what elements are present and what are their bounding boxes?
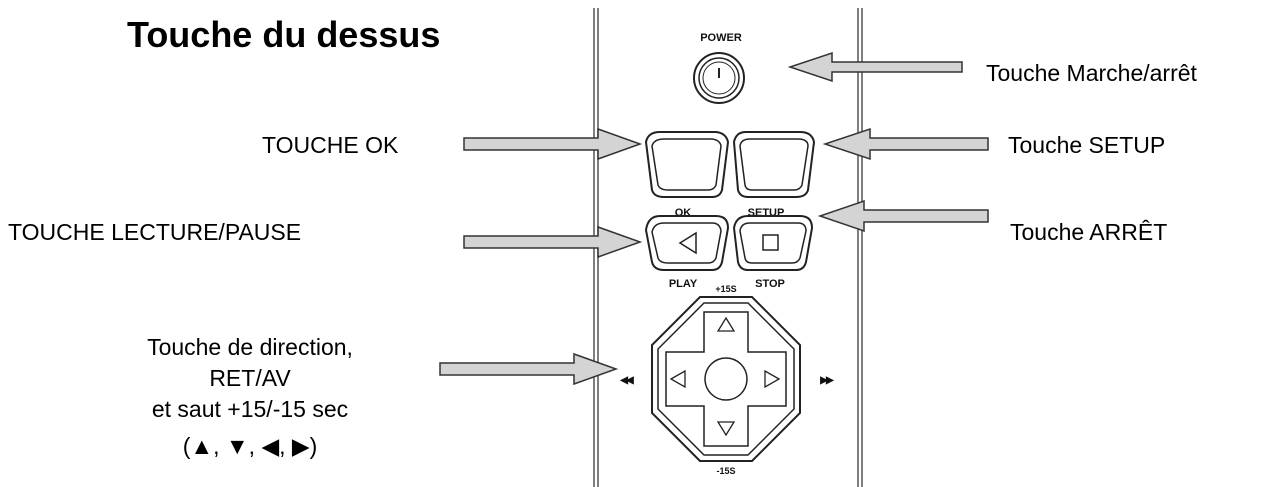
play-label: PLAY: [669, 278, 698, 290]
label-ok: TOUCHE OK: [262, 132, 399, 158]
arrow-direction: [439, 352, 619, 386]
label-direction-line3: et saut +15/-15 sec: [151, 396, 349, 422]
stop-icon: [762, 234, 779, 251]
plus15-label: +15S: [715, 284, 736, 294]
direction-pad[interactable]: [651, 296, 801, 462]
page-title: Touche du dessus: [127, 14, 441, 55]
label-direction: Touche de direction, RET/AV et saut +15/…: [60, 332, 440, 462]
arrow-setup: [822, 127, 989, 161]
stop-button[interactable]: [732, 215, 814, 271]
device-body: [593, 8, 863, 487]
stop-label: STOP: [755, 278, 785, 290]
label-direction-line1: Touche de direction,: [147, 334, 353, 360]
label-play-pause: TOUCHE LECTURE/PAUSE: [8, 219, 302, 245]
label-setup: Touche SETUP: [1008, 132, 1166, 158]
arrow-ok: [463, 127, 643, 161]
label-direction-line4: (▲, ▼, ◀, ▶): [182, 433, 318, 459]
forward-icon: ▶▶: [819, 375, 835, 386]
dpad-down-icon: [716, 421, 736, 437]
dpad-center-button: [704, 357, 748, 401]
power-button[interactable]: [693, 52, 745, 104]
dpad-right-icon: [764, 369, 781, 389]
label-direction-line2: RET/AV: [209, 365, 291, 391]
setup-label: SETUP: [748, 207, 785, 219]
setup-button[interactable]: [732, 131, 816, 198]
dpad-left-icon: [669, 369, 686, 389]
arrow-stop: [817, 199, 989, 233]
play-button[interactable]: [644, 215, 730, 271]
label-stop: Touche ARRÊT: [1010, 219, 1168, 245]
rewind-icon: ◀◀: [619, 375, 634, 386]
minus15-label: -15S: [716, 466, 735, 476]
label-power: Touche Marche/arrêt: [986, 60, 1197, 86]
arrow-power: [787, 51, 963, 83]
ok-label: OK: [675, 207, 692, 219]
play-icon: [678, 231, 697, 255]
power-label: POWER: [700, 32, 742, 44]
ok-button[interactable]: [644, 131, 730, 198]
arrow-play: [463, 225, 643, 259]
dpad-up-icon: [716, 316, 736, 332]
